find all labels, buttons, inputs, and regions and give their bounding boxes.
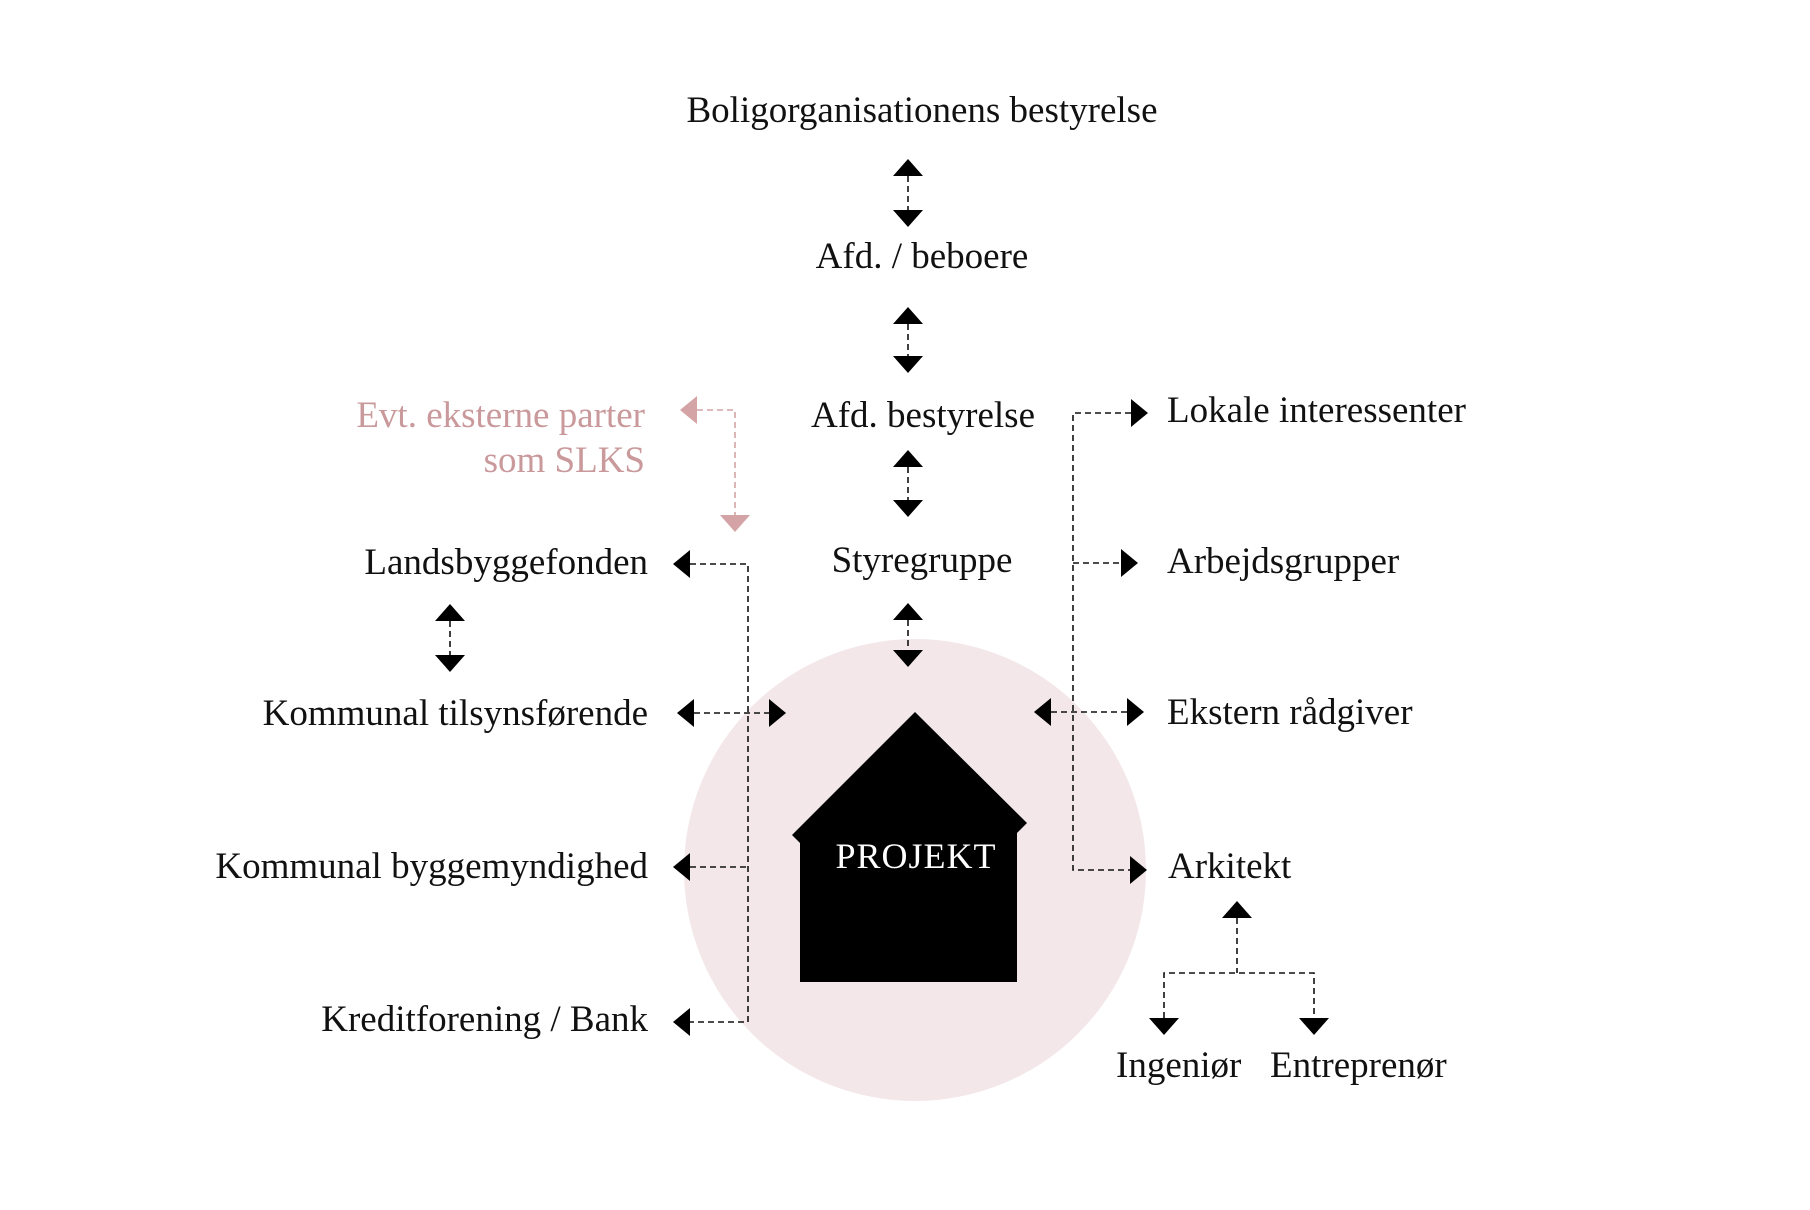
node-kommunal-tilsynsforende: Kommunal tilsynsførende [263,693,648,734]
arrow-head-down [893,500,923,517]
arrow-tilsyn-projekt [677,699,786,727]
external-parties-line2: som SLKS [484,440,645,481]
arrow-external-parties [680,396,750,532]
arrow-head-up [893,307,923,324]
arrow-styregruppe-projekt [893,603,923,667]
arrow-head-left [677,699,694,727]
node-styregruppe: Styregruppe [832,540,1013,581]
node-arkitekt: Arkitekt [1168,846,1292,887]
arrow-head-right [1130,856,1147,884]
node-boligorganisationens-bestyrelse: Boligorganisationens bestyrelse [687,90,1158,131]
arrow-head-down [720,515,750,532]
arrow-head-left [673,1008,690,1036]
node-ingenior: Ingeniør [1116,1045,1241,1086]
node-entreprenor: Entreprenør [1270,1045,1447,1086]
project-label: PROJEKT [835,836,996,876]
external-parties-line1: Evt. eksterne parter [356,395,645,436]
arrow-head-up [893,450,923,467]
arrow-head-right [1121,549,1138,577]
arrow-head-down [893,210,923,227]
arrow-head-down [893,356,923,373]
node-afd-bestyrelse: Afd. bestyrelse [811,395,1035,436]
arrow-head-down [435,655,465,672]
node-kommunal-byggemyndighed: Kommunal byggemyndighed [215,846,648,887]
house-icon: PROJEKT [792,712,1027,982]
node-lokale-interessenter: Lokale interessenter [1167,390,1466,431]
arrow-head-right [1131,399,1148,427]
arrow-head-left [673,853,690,881]
node-ekstern-radgiver: Ekstern rådgiver [1167,692,1413,733]
arrow-head-up [893,159,923,176]
arrow-head-up [435,604,465,621]
left-bus-connector [673,550,749,1036]
arrow-afd-bestyrelse-styregruppe [893,450,923,517]
arrow-head-down [1299,1018,1329,1035]
node-arbejdsgrupper: Arbejdsgrupper [1167,541,1399,582]
arrow-tree-arkitekt [1149,901,1329,1035]
arrow-head-up [1222,901,1252,918]
node-landsbyggefonden: Landsbyggefonden [364,542,648,583]
right-bus-connector [1072,399,1148,884]
arrow-head-left [680,396,697,424]
arrow-head-right [769,699,786,727]
arrow-afd-beboere-afd-bestyrelse [893,307,923,373]
arrow-landsbyggefonden-tilsyn [435,604,465,672]
arrow-head-right [1127,698,1144,726]
arrow-head-up [893,603,923,620]
node-afd-beboere: Afd. / beboere [816,236,1029,277]
arrow-head-down [1149,1018,1179,1035]
node-kreditforening-bank: Kreditforening / Bank [321,999,648,1040]
arrow-bolig-afd-beboere [893,159,923,227]
arrow-projekt-ekstern [1034,698,1144,726]
arrow-head-left [673,550,690,578]
arrow-head-left [1034,698,1051,726]
arrow-head-down [893,650,923,667]
